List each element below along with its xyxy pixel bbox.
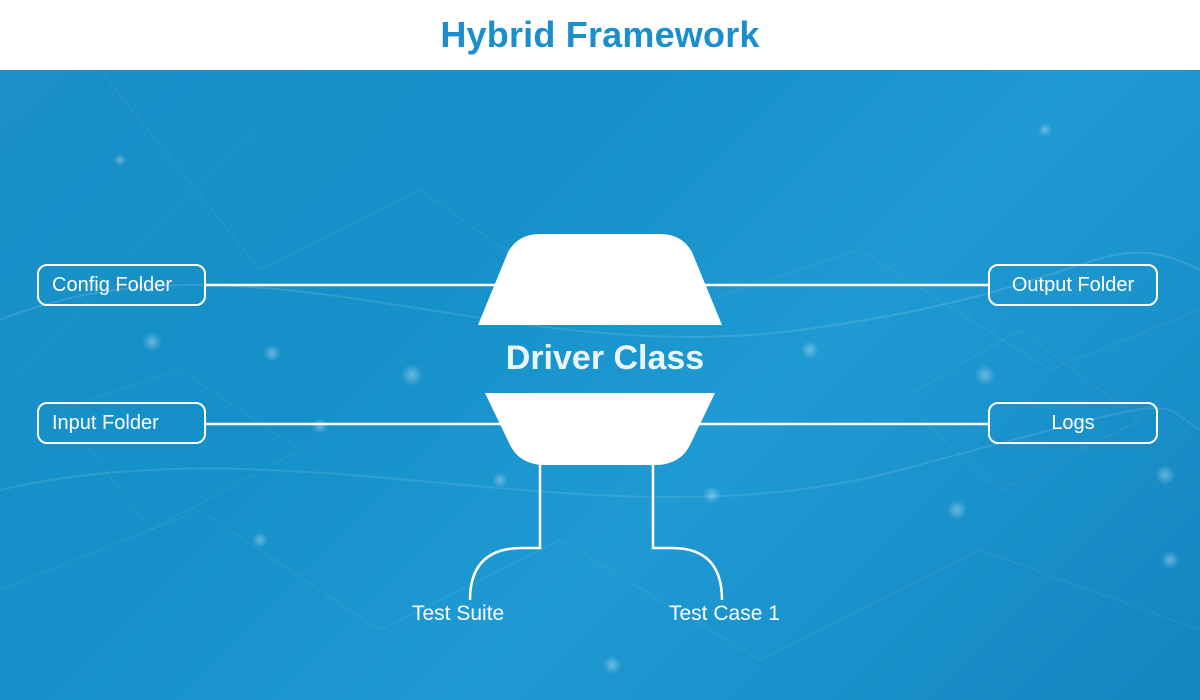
header: Hybrid Framework: [0, 0, 1200, 70]
output-folder-node: Output Folder: [988, 264, 1158, 306]
page-title: Hybrid Framework: [440, 14, 760, 55]
logs-label: Logs: [1051, 411, 1095, 434]
network-background: [0, 70, 1200, 674]
test-case-label: Test Case 1: [669, 602, 780, 625]
config-folder-node: Config Folder: [37, 264, 206, 306]
driver-shape-bottom: [485, 393, 715, 465]
driver-shape-top: [478, 234, 722, 325]
driver-class-label: Driver Class: [505, 339, 705, 377]
test-suite-label: Test Suite: [412, 602, 505, 625]
connectors: [206, 234, 989, 601]
connector-test-case: [651, 462, 724, 601]
input-folder-label: Input Folder: [52, 411, 159, 434]
config-folder-label: Config Folder: [52, 273, 173, 296]
connector-test-suite: [468, 462, 542, 601]
output-folder-label: Output Folder: [1011, 273, 1135, 296]
input-folder-node: Input Folder: [37, 402, 206, 444]
logs-node: Logs: [988, 402, 1158, 444]
diagram-canvas: Driver Class Config Folder Input Folder …: [0, 70, 1200, 700]
